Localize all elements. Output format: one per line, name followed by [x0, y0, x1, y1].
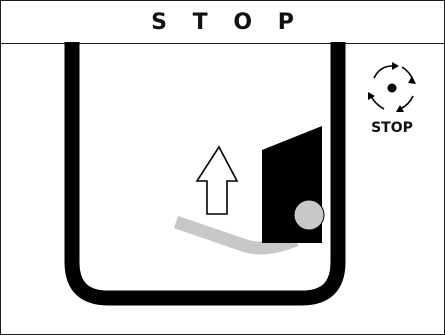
- header-bar: S T O P: [1, 1, 444, 44]
- rotation-stop-icon: STOP: [368, 62, 416, 136]
- header-title: S T O P: [151, 9, 303, 35]
- knob: [293, 199, 325, 231]
- up-arrow-icon: [195, 145, 239, 215]
- tub-outline: [64, 42, 346, 306]
- stop-label: STOP: [371, 120, 413, 136]
